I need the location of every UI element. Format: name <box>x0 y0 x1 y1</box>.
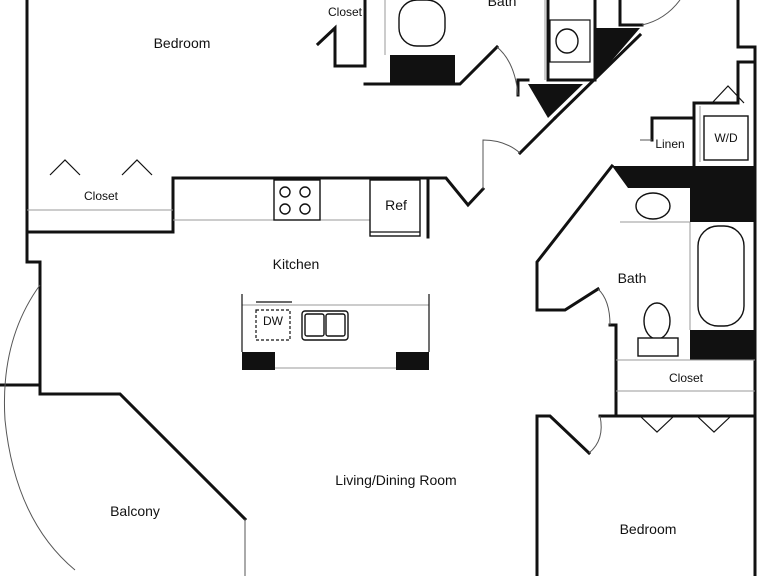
label-bath-top: Bath <box>488 0 517 9</box>
fixtures <box>255 0 749 357</box>
label-dw: DW <box>263 314 284 328</box>
partitions <box>27 0 755 392</box>
bathroom-sink-icon <box>635 192 671 220</box>
label-closet-left: Closet <box>84 189 119 203</box>
solid-wall-blocks <box>242 28 755 370</box>
label-ref: Ref <box>385 197 407 213</box>
label-living-dining: Living/Dining Room <box>335 472 456 488</box>
label-bedroom-top: Bedroom <box>154 35 211 51</box>
room-labels: Bedroom Closet Bath Closet Ref Kitchen D… <box>84 0 738 537</box>
refrigerator-icon <box>369 179 421 237</box>
label-closet-top: Closet <box>328 5 363 19</box>
label-wd: W/D <box>714 131 738 145</box>
label-closet-right: Closet <box>669 371 704 385</box>
label-kitchen: Kitchen <box>273 256 320 272</box>
label-bedroom-bottom: Bedroom <box>620 521 677 537</box>
washer-dryer-icon <box>703 115 749 161</box>
door-swings <box>3 0 681 576</box>
bathtub-icon <box>697 225 745 327</box>
kitchen-sink-icon <box>301 310 349 341</box>
stove-icon <box>273 179 321 221</box>
label-balcony: Balcony <box>110 503 160 519</box>
label-bath-right: Bath <box>618 270 647 286</box>
label-linen: Linen <box>655 137 684 151</box>
toilet-icon <box>637 302 679 357</box>
closet-doors <box>49 85 745 433</box>
dishwasher-icon <box>255 309 291 341</box>
